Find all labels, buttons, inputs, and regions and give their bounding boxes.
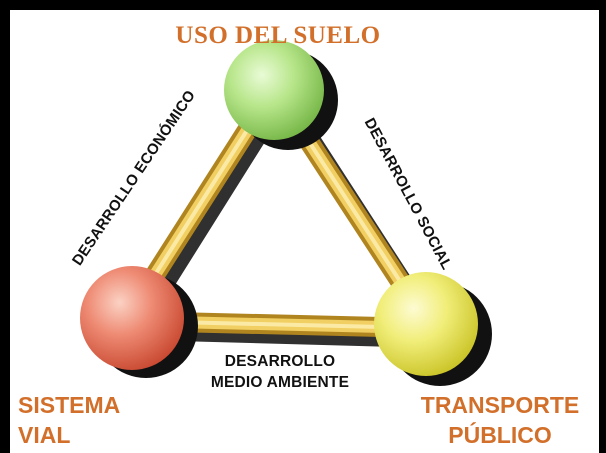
node-uso-del-suelo (224, 40, 338, 150)
label-transporte-publico-line2: PÚBLICO (448, 421, 552, 448)
edge-label-medio-ambiente-line2: MEDIO AMBIENTE (210, 373, 350, 391)
label-transporte-publico-line1: TRANSPORTE (420, 392, 580, 418)
label-transporte-publico: TRANSPORTE PÚBLICO (400, 391, 600, 451)
edge-label-medio-ambiente-line1: DESARROLLO (224, 353, 336, 370)
label-uso-del-suelo: USO DEL SUELO (175, 22, 381, 49)
node-sistema-vial (80, 266, 198, 378)
edge-label-medio-ambiente: DESARROLLO MEDIO AMBIENTE (195, 352, 365, 394)
label-sistema-vial: SISTEMA VIAL (18, 391, 168, 451)
label-sistema-vial-line2: VIAL (18, 421, 71, 448)
node-transporte-publico (374, 272, 492, 386)
label-sistema-vial-line1: SISTEMA (18, 392, 121, 418)
